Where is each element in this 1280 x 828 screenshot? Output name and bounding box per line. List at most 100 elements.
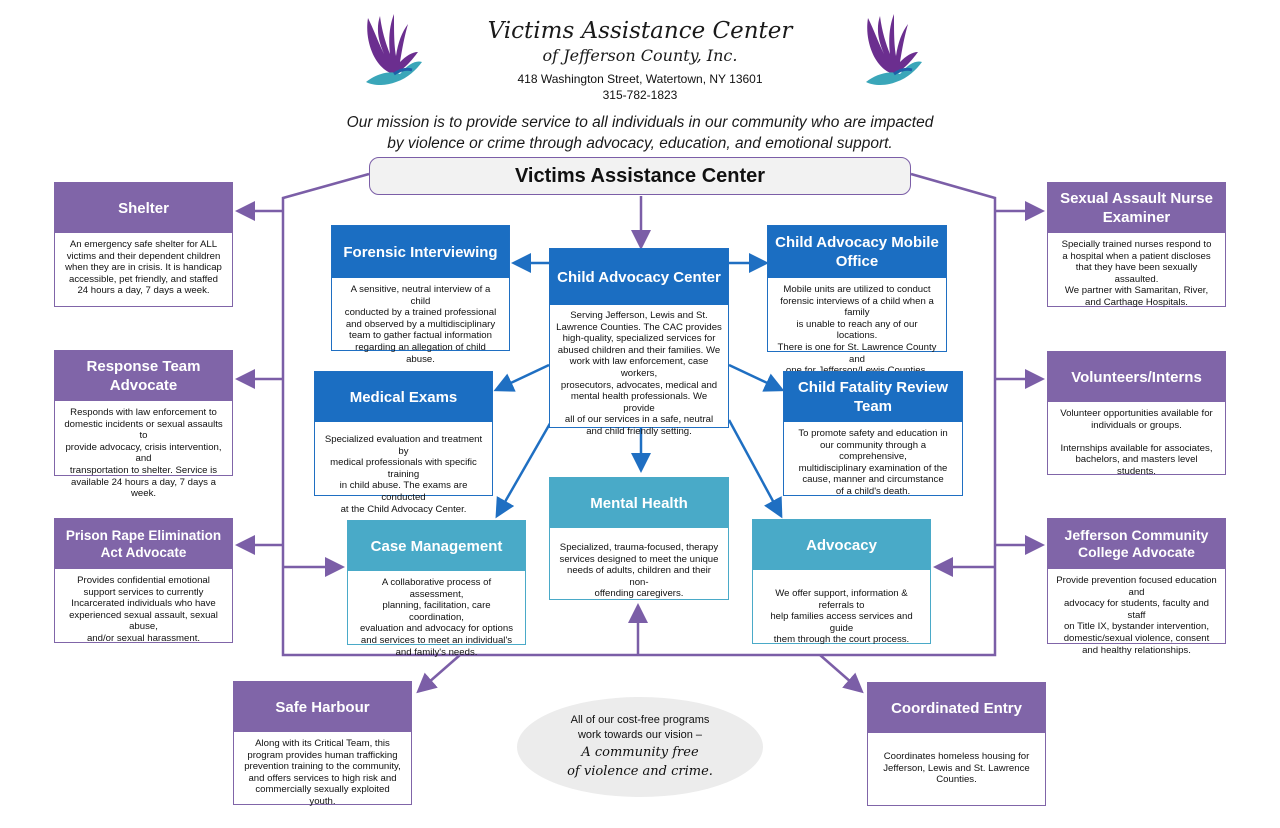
body-line: Specialized, trauma-focused, therapy (559, 542, 719, 553)
body-line: and child friendly setting. (586, 425, 692, 437)
body-line: and family's needs. (395, 646, 478, 658)
mission-line: by violence or crime through advocacy, e… (387, 135, 893, 152)
fatality-review-box: Child Fatality Review Team To promote sa… (783, 371, 963, 497)
body-line: A sensitive, neutral interview of a chil… (350, 284, 491, 307)
box-body: Volunteer opportunities available for in… (1048, 402, 1225, 484)
org-name: Victims Assistance Center (487, 18, 793, 44)
box-title: Sexual Assault Nurse Examiner (1048, 183, 1225, 233)
body-line: forensic interviews of a child when a fa… (780, 295, 934, 319)
body-line: Along with its Critical Team, this (255, 738, 390, 749)
box-body: Serving Jefferson, Lewis and St. Lawrenc… (550, 305, 728, 443)
body-line: advocacy for students, faculty and staff (1063, 598, 1210, 621)
advocacy-box: Advocacy We offer support, information &… (752, 519, 931, 645)
vision-ellipse: All of our cost-free programs work towar… (517, 697, 763, 797)
vision-statement: A community free (581, 745, 699, 760)
box-body: Coordinates homeless housing for Jeffers… (868, 733, 1045, 792)
body-line: commercially sexually exploited youth. (255, 784, 390, 807)
body-line: Internships available for associates, (1060, 442, 1213, 454)
body-line: transportation to shelter. Service is (69, 464, 218, 476)
body-line: all of our services in a safe, neutral (564, 414, 714, 426)
vision-line: All of our cost-free programs (570, 714, 710, 726)
body-line: available 24 hours a day, 7 days a week. (71, 476, 216, 500)
body-line: and observed by a multidisciplinary (345, 318, 496, 330)
box-title: Safe Harbour (234, 682, 411, 732)
body-line: Volunteer opportunities available for (1060, 408, 1213, 419)
box-body: Along with its Critical Team, this progr… (234, 732, 411, 814)
coordinated-entry-box: Coordinated Entry Coordinates homeless h… (867, 682, 1046, 806)
body-line: one for Jefferson/Lewis Counties. (776, 365, 938, 377)
body-line: on Title IX, bystander intervention, (1063, 621, 1210, 633)
box-title: Child Fatality Review Team (784, 372, 962, 422)
body-line: Provides confidential emotional (77, 575, 210, 586)
medical-exams-box: Medical Exams Specialized evaluation and… (314, 371, 493, 515)
body-line: program provides human trafficking (247, 749, 398, 761)
body-line: Responds with law enforcement to (70, 407, 217, 418)
body-line: domestic/sexual violence, consent (1063, 632, 1210, 644)
hands-bird-logo-right (866, 14, 922, 85)
box-title: Response Team Advocate (55, 351, 232, 401)
body-line: help families access services and guide (770, 611, 913, 634)
box-body: To promote safety and education in our c… (784, 422, 962, 504)
body-line: Serving Jefferson, Lewis and St. (570, 310, 708, 321)
case-management-box: Case Management A collaborative process … (347, 520, 526, 658)
box-body: A collaborative process of assessment, p… (348, 571, 525, 664)
body-line: There is one for St. Lawrence County and (777, 341, 937, 365)
box-body: Mobile units are utilized to conduct for… (768, 278, 946, 383)
box-title: Child Advocacy Center (550, 249, 728, 305)
shelter-box: Shelter An emergency safe shelter for AL… (54, 182, 233, 307)
box-title: Forensic Interviewing (332, 226, 509, 278)
body-line: prevention training to the community, (244, 761, 401, 773)
box-body: Provides confidential emotional support … (55, 569, 232, 651)
body-line: Incarcerated individuals who have (71, 598, 216, 610)
body-line: Coordinates homeless housing for (883, 751, 1030, 762)
forensic-interviewing-box: Forensic Interviewing A sensitive, neutr… (331, 225, 510, 365)
body-line: conducted by a trained professional (344, 307, 497, 319)
mental-health-box: Mental Health Specialized, trauma-focuse… (549, 477, 729, 600)
body-line: domestic incidents or sexual assaults to (64, 418, 223, 442)
body-line: Mobile units are utilized to conduct (783, 284, 931, 295)
box-title: Coordinated Entry (868, 683, 1045, 733)
vision-line: work towards our vision – (577, 729, 703, 741)
body-line: Specialized evaluation and treatment by (324, 434, 483, 457)
body-line: support services to currently (83, 586, 204, 598)
box-title: Jefferson Community College Advocate (1048, 519, 1225, 569)
body-spacer (1056, 431, 1217, 443)
body-line: our community through a comprehensive, (819, 439, 927, 463)
box-title: Volunteers/Interns (1048, 352, 1225, 402)
body-line: An emergency safe shelter for ALL (69, 239, 218, 250)
body-line: prosecutors, advocates, medical and (560, 379, 718, 391)
body-line: work with law enforcement, case workers, (569, 356, 709, 379)
body-line: is unable to reach any of our locations. (796, 318, 918, 342)
box-body: Specialized evaluation and treatment by … (315, 422, 492, 521)
body-line: bachelors, and masters level students. (1075, 454, 1198, 477)
body-line: experienced sexual assault, sexual abuse… (69, 609, 218, 633)
body-line: at the Child Advocacy Center. (340, 503, 467, 515)
body-line: To promote safety and education in (798, 428, 948, 439)
mobile-office-box: Child Advocacy Mobile Office Mobile unit… (767, 225, 947, 376)
org-subtitle: of Jefferson County, Inc. (542, 46, 738, 65)
body-line: and Carthage Hospitals. (1085, 296, 1188, 308)
org-address: 418 Washington Street, Watertown, NY 136… (517, 72, 763, 86)
jcc-advocate-box: Jefferson Community College Advocate Pro… (1047, 518, 1226, 656)
body-line: regarding an allegation of child abuse. (355, 341, 486, 365)
body-line: that they have been sexually assaulted. (1075, 262, 1198, 285)
body-line: team to gather factual information (349, 330, 492, 342)
body-line: of a child's death. (835, 485, 911, 497)
body-line: high-quality, specialized services for (562, 333, 716, 345)
body-line: Jefferson, Lewis and St. Lawrence (883, 762, 1030, 774)
body-line: cause, manner and circumstance (802, 474, 944, 486)
box-title: Mental Health (550, 478, 728, 528)
box-body: A sensitive, neutral interview of a chil… (332, 278, 509, 371)
response-team-box: Response Team Advocate Responds with law… (54, 350, 233, 499)
sane-box: Sexual Assault Nurse Examiner Specially … (1047, 182, 1226, 308)
box-body: Responds with law enforcement to domesti… (55, 401, 232, 506)
hands-bird-logo-left (366, 14, 422, 85)
body-line: when they are in crisis. It is handicap (65, 262, 222, 274)
box-body: An emergency safe shelter for ALL victim… (55, 233, 232, 303)
vision-statement: of violence and crime. (567, 764, 713, 779)
body-line: accessible, pet friendly, and staffed (69, 273, 218, 285)
box-title: Prison Rape Elimination Act Advocate (55, 519, 232, 569)
body-line: provide advocacy, crisis intervention, a… (65, 441, 222, 465)
body-line: We offer support, information & referral… (775, 588, 908, 611)
